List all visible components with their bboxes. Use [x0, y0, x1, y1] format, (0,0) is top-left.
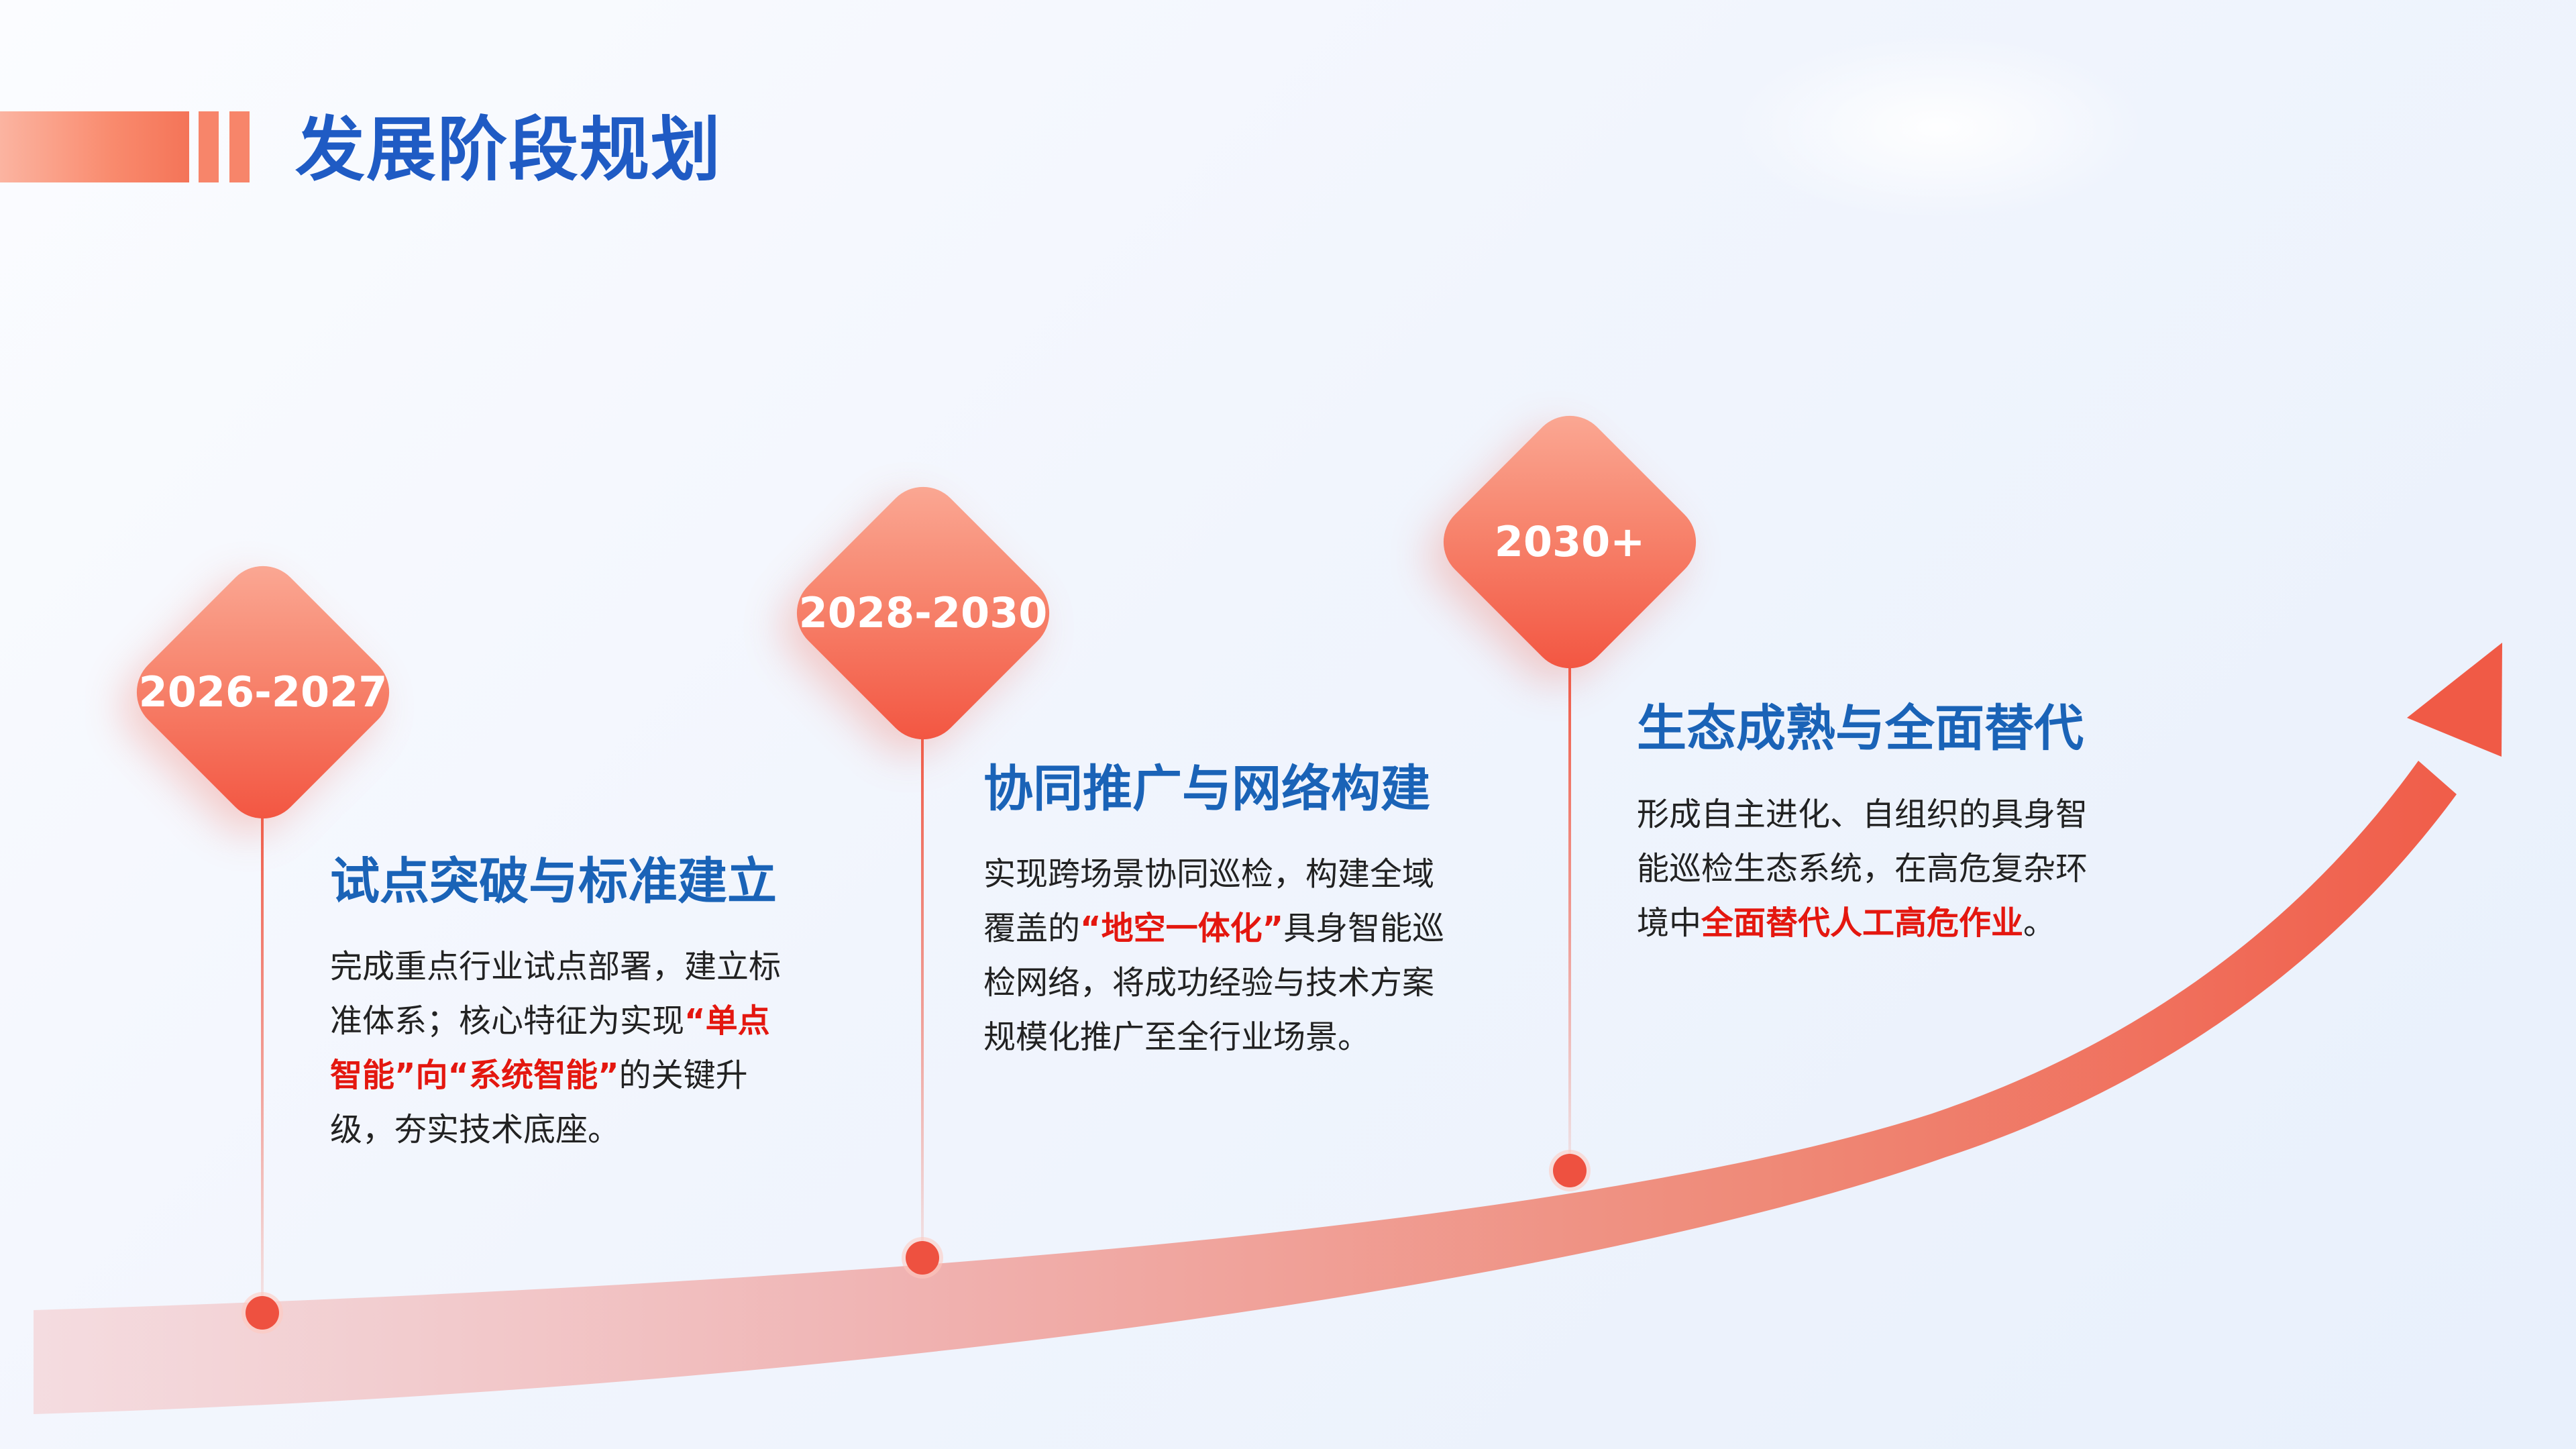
stage-2-title: 协同推广与网络构建	[983, 760, 1430, 818]
stage-3-desc-highlight: 全面替代人工高危作业	[1701, 904, 2024, 942]
stage-1-desc-text-end: 的关键升级，夯实技术底座。	[330, 1057, 748, 1148]
header-accent-stripe	[229, 111, 250, 182]
growth-arrow-head	[2407, 643, 2502, 757]
stage-1-period: 2026-2027	[138, 667, 388, 716]
stage-2-desc-text: 实现跨场景协同巡检，构建全域覆盖的	[983, 855, 1435, 947]
stage-2-connector	[921, 724, 924, 1261]
stage-1-desc-text: 完成重点行业试点部署，建立标准体系；核心特征为实现	[330, 948, 782, 1040]
stage-1-timeline-dot	[246, 1296, 279, 1330]
stage-3-desc-text: 形成自主进化、自组织的具身智能巡检生态系统，在高危复杂环境中	[1637, 796, 2088, 942]
background-glow	[1731, 34, 2147, 221]
stage-2-timeline-dot	[906, 1241, 939, 1275]
stage-1-title: 试点突破与标准建立	[330, 853, 777, 910]
stage-3-description: 形成自主进化、自组织的具身智能巡检生态系统，在高危复杂环境中全面替代人工高危作业…	[1637, 788, 2100, 951]
stage-3-connector	[1568, 657, 1571, 1167]
stage-2-description: 实现跨场景协同巡检，构建全域覆盖的“地空一体化”具身智能巡检网络，将成功经验与技…	[983, 847, 1446, 1065]
header-accent-bar	[0, 111, 189, 182]
stage-2-desc-highlight: “地空一体化”	[1080, 910, 1284, 947]
stage-3-desc-text-end: 。	[2023, 904, 2056, 942]
page-title: 发展阶段规划	[295, 109, 722, 191]
header-accent-stripe	[199, 111, 219, 182]
stage-2-desc-text-end: 具身智能巡检网络，将成功经验与技术方案规模化推广至全行业场景。	[983, 910, 1445, 1056]
stage-1-desc-highlight: “单点智能”向“系统智能”	[330, 1002, 770, 1094]
stage-1-connector	[261, 792, 264, 1315]
growth-arrow-body	[34, 761, 2457, 1414]
stage-3-period: 2030+	[1494, 517, 1646, 566]
stage-1-description: 完成重点行业试点部署，建立标准体系；核心特征为实现“单点智能”向“系统智能”的关…	[330, 940, 793, 1157]
stage-3-timeline-dot	[1553, 1154, 1587, 1187]
stage-3-title: 生态成熟与全面替代	[1637, 700, 2084, 757]
stage-2-period: 2028-2030	[798, 588, 1048, 637]
